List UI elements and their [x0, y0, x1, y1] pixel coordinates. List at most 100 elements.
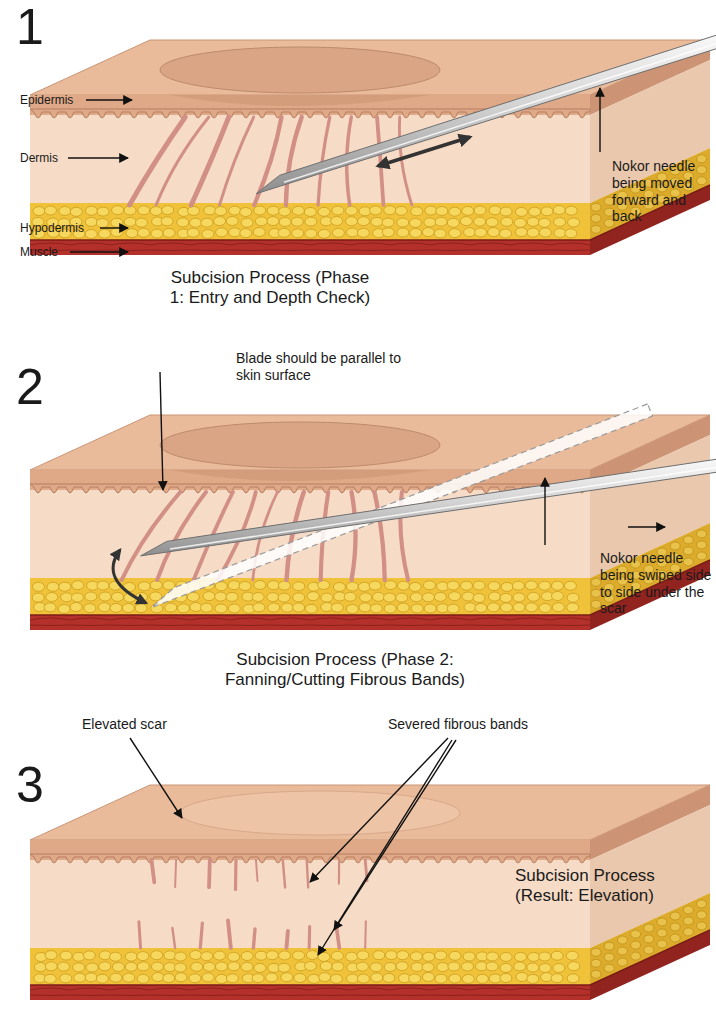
- fat-cell: [670, 912, 680, 920]
- fat-cell: [553, 964, 565, 973]
- fat-cell: [59, 207, 71, 216]
- fat-cell: [214, 217, 226, 226]
- front-layer: [30, 115, 590, 203]
- muscle-fiber: [30, 243, 590, 245]
- fat-cell: [187, 592, 199, 601]
- fat-cell: [252, 593, 264, 602]
- fat-cell: [281, 603, 293, 612]
- fat-cell: [125, 962, 137, 971]
- fascia-line: [30, 239, 590, 241]
- phase-caption: Subcision Process (Phase 1: Entry and De…: [115, 268, 425, 309]
- fascia-line: [590, 930, 710, 985]
- fat-cell: [447, 604, 459, 613]
- fat-cell: [370, 604, 382, 613]
- fat-cell: [554, 218, 566, 227]
- fat-cell: [174, 963, 186, 972]
- fat-cell: [293, 951, 305, 960]
- fat-cell: [553, 206, 565, 215]
- fat-cell: [97, 207, 109, 216]
- fat-cell: [137, 962, 149, 971]
- leader-lines: [68, 88, 665, 955]
- fat-cell: [281, 973, 293, 982]
- severed-band: [364, 921, 367, 948]
- fat-cell: [293, 603, 305, 612]
- fat-cell: [74, 973, 86, 982]
- fat-cell: [567, 974, 579, 983]
- fat-cell: [631, 941, 641, 949]
- fat-cell: [190, 951, 202, 960]
- fat-cell: [70, 603, 82, 612]
- fanning-arrow: [113, 550, 146, 603]
- fat-cell: [254, 581, 266, 590]
- fat-cell: [500, 593, 512, 602]
- fat-cell: [216, 962, 228, 971]
- fat-cell: [112, 206, 124, 215]
- fat-cell: [462, 974, 474, 983]
- fat-cell: [71, 593, 83, 602]
- severed-band: [234, 860, 238, 890]
- fat-cell: [110, 952, 122, 961]
- fibrous-band: [122, 492, 181, 580]
- fat-cell: [411, 963, 423, 972]
- fat-cell: [384, 593, 396, 602]
- fat-cell: [462, 206, 474, 215]
- fat-cell: [591, 578, 601, 586]
- fat-cell: [346, 228, 358, 237]
- fat-cell: [318, 581, 330, 590]
- fat-cell: [216, 228, 228, 237]
- fat-cell: [278, 593, 290, 602]
- fat-cell: [617, 936, 627, 944]
- fat-cell: [124, 217, 136, 226]
- skin-block: [30, 785, 710, 1000]
- fat-cell: [449, 229, 461, 238]
- fat-cell: [473, 594, 485, 603]
- severed-band: [253, 929, 255, 948]
- fat-cell: [435, 974, 447, 983]
- fat-cell: [512, 581, 524, 590]
- fat-cell: [435, 951, 447, 960]
- fat-cell: [150, 581, 162, 590]
- phase-caption: Subcision Process (Phase 2: Fanning/Cutt…: [160, 650, 530, 691]
- fat-cell: [515, 952, 527, 961]
- fat-cell: [279, 218, 291, 227]
- fat-cell: [437, 963, 449, 972]
- fat-cell: [84, 604, 96, 613]
- fat-cell: [215, 207, 227, 216]
- fat-cell: [46, 593, 58, 602]
- fat-cell: [371, 217, 383, 226]
- fibrous-band: [156, 117, 209, 205]
- fat-cell: [697, 922, 707, 930]
- fat-cell: [683, 536, 693, 544]
- fat-cell: [526, 603, 538, 612]
- fat-cell: [239, 582, 251, 591]
- fat-cell: [516, 973, 528, 982]
- fat-cell: [488, 603, 500, 612]
- fat-cell: [371, 973, 383, 982]
- muscle-fiber: [30, 988, 590, 990]
- leader-arrow: [334, 740, 456, 930]
- front-layer: [30, 203, 590, 240]
- fat-cell: [45, 951, 57, 960]
- fat-cell: [137, 974, 149, 983]
- fat-cell: [216, 974, 228, 983]
- fat-cell: [318, 229, 330, 238]
- fat-cell: [226, 217, 238, 226]
- fat-cell: [539, 228, 551, 237]
- fat-cell: [449, 974, 461, 983]
- fat-cell: [604, 942, 614, 950]
- fat-cell: [423, 581, 435, 590]
- fat-cell: [189, 974, 201, 983]
- fat-cell: [528, 952, 540, 961]
- fat-cell: [476, 962, 488, 971]
- fat-cell: [436, 207, 448, 216]
- fibrous-band: [286, 117, 302, 205]
- front-layer: [30, 578, 590, 615]
- fat-cell: [162, 206, 174, 215]
- panel-number: 1: [16, 2, 76, 52]
- fat-cell: [306, 951, 318, 960]
- fibrous-band: [377, 117, 383, 205]
- panel-number: 2: [16, 362, 76, 412]
- fat-cell: [98, 603, 110, 612]
- layer-name: Epidermis: [20, 93, 90, 107]
- fat-cell: [501, 582, 513, 591]
